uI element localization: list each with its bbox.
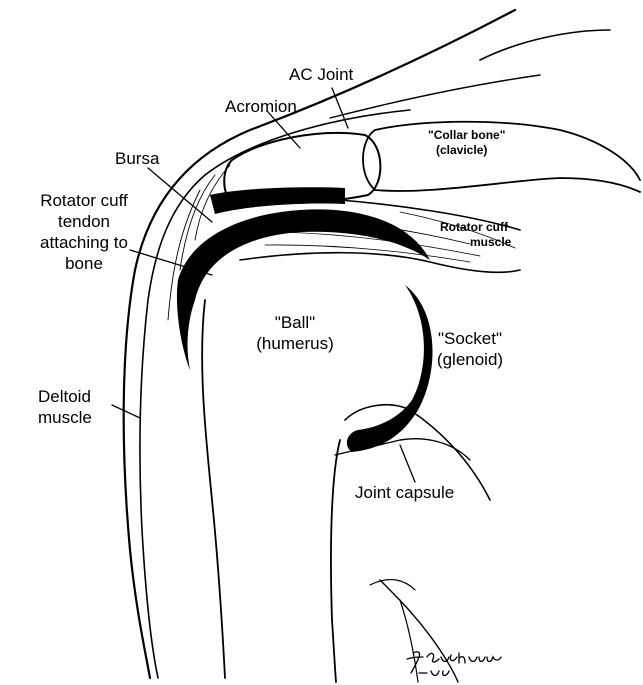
upper-skin-contour — [480, 30, 610, 60]
label-acromion: Acromion — [225, 96, 297, 117]
label-ac-joint: AC Joint — [289, 64, 353, 85]
label-rotator-cuff-tendon-line2: tendon — [14, 211, 154, 232]
label-deltoid: Deltoid muscle — [38, 386, 92, 428]
label-ball-line1: "Ball" — [240, 312, 350, 333]
label-ball-line2: (humerus) — [240, 333, 350, 354]
label-rotator-cuff-tendon-line1: Rotator cuff — [14, 190, 154, 211]
artist-signature — [405, 645, 525, 685]
label-socket: "Socket" (glenoid) — [420, 328, 520, 370]
upper-skin-contour-2 — [330, 75, 540, 118]
label-collar-bone: "Collar bone" (clavicle) — [428, 128, 505, 158]
label-rotator-cuff-muscle: Rotator cuff muscle — [440, 220, 511, 250]
label-rotator-cuff-tendon-line3: attaching to — [14, 232, 154, 253]
label-socket-line1: "Socket" — [420, 328, 520, 349]
label-socket-line2: (glenoid) — [420, 349, 520, 370]
label-collar-bone-line1: "Collar bone" — [428, 128, 505, 143]
clavicle-end — [363, 130, 375, 190]
label-rotator-cuff-tendon: Rotator cuff tendon attaching to bone — [14, 190, 154, 274]
label-joint-capsule: Joint capsule — [355, 482, 454, 503]
label-rotator-cuff-muscle-line1: Rotator cuff — [440, 220, 511, 235]
label-rotator-cuff-tendon-line4: bone — [14, 253, 154, 274]
label-deltoid-line1: Deltoid — [38, 386, 92, 407]
humerus-left-edge — [202, 300, 225, 678]
label-deltoid-line2: muscle — [38, 407, 92, 428]
leader-deltoid — [112, 405, 140, 418]
scapula-lower-3 — [370, 580, 415, 590]
label-bursa: Bursa — [115, 148, 159, 169]
clavicle-outline — [375, 122, 640, 192]
label-ball: "Ball" (humerus) — [240, 312, 350, 354]
label-rotator-cuff-muscle-line2: muscle — [440, 235, 511, 250]
leader-joint-capsule — [400, 445, 415, 482]
label-collar-bone-line2: (clavicle) — [428, 143, 505, 158]
humerus-right-edge — [331, 440, 340, 682]
